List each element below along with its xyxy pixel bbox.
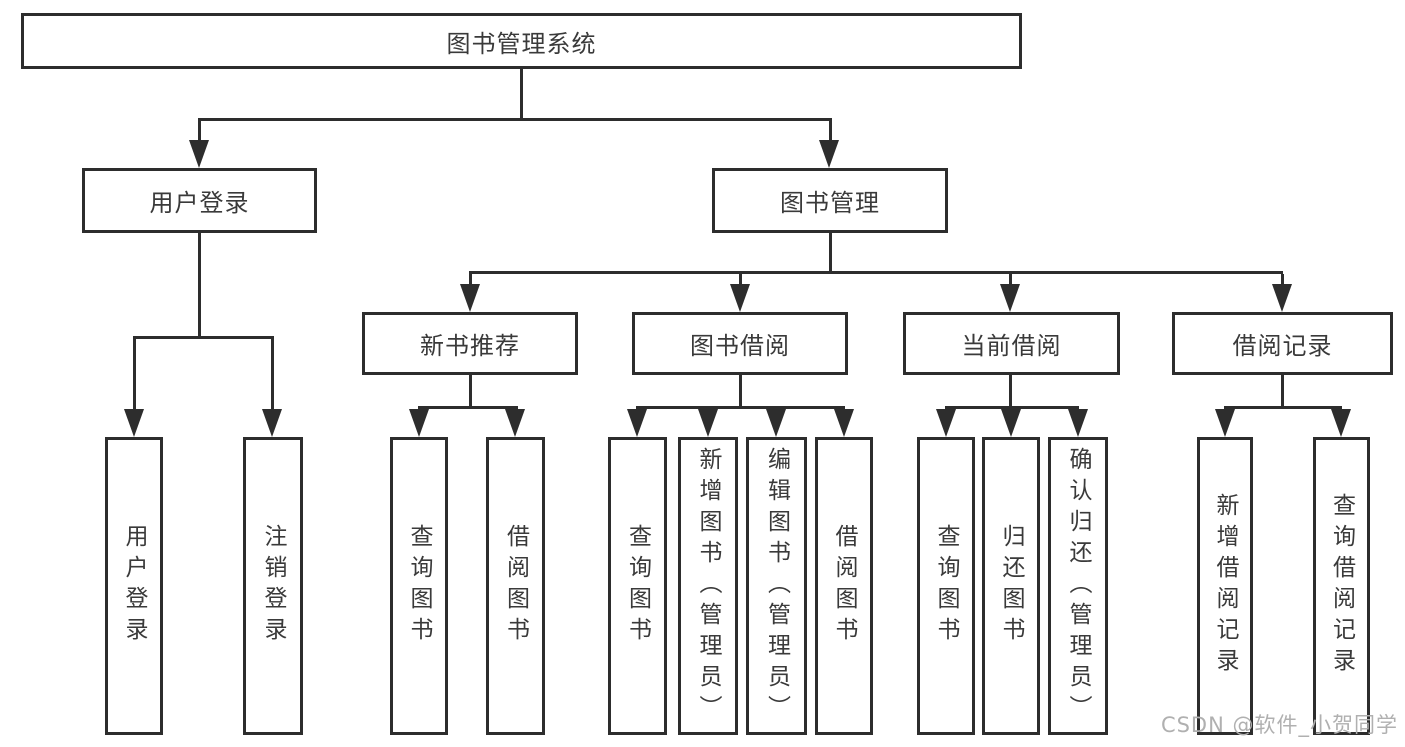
leaf-query-books-1: 查询图书 — [390, 437, 448, 735]
node-new-book-recommend: 新书推荐 — [362, 312, 578, 375]
connector-stub-borrow-records — [1281, 274, 1284, 287]
arrowhead-to-book-borrow — [730, 284, 750, 312]
arrowhead-to-edit-book — [766, 409, 786, 437]
leaf-borrow-books-2: 借阅图书 — [815, 437, 873, 735]
arrowhead-to-add-borrow-record — [1215, 409, 1235, 437]
leaf-return-books-label: 归还图书 — [998, 524, 1024, 648]
connector-stub-book-borrow — [739, 274, 742, 287]
leaf-confirm-return-admin: 确认归还（管理员） — [1048, 437, 1108, 735]
node-current-borrow-label: 当前借阅 — [961, 332, 1062, 360]
arrowhead-to-query-books-2 — [627, 409, 647, 437]
node-current-borrow: 当前借阅 — [903, 312, 1120, 375]
leaf-edit-book-admin: 编辑图书（管理员） — [746, 437, 807, 735]
leaf-user-login-label: 用户登录 — [121, 524, 147, 648]
connector-stub-logout-leaf — [271, 339, 274, 411]
leaf-add-borrow-record-label: 新增借阅记录 — [1212, 493, 1238, 679]
connector-user-login-trunk — [198, 233, 201, 336]
node-book-management: 图书管理 — [712, 168, 948, 233]
connector-stub-current-borrow — [1009, 274, 1012, 287]
node-new-book-recommend-label: 新书推荐 — [420, 332, 520, 360]
arrowhead-to-current-borrow — [1000, 284, 1020, 312]
arrowhead-to-logout-leaf — [262, 409, 282, 437]
node-user-login: 用户登录 — [82, 168, 317, 233]
node-root-system: 图书管理系统 — [21, 13, 1022, 69]
connector-borrow-records-trunk — [1281, 375, 1284, 406]
node-borrow-records-label: 借阅记录 — [1232, 332, 1333, 360]
arrowhead-to-login-leaf — [124, 409, 144, 437]
leaf-user-login: 用户登录 — [105, 437, 163, 735]
connector-book-borrow-trunk — [739, 375, 742, 406]
connector-user-login-bus — [133, 336, 274, 339]
arrowhead-to-add-book — [698, 409, 718, 437]
csdn-watermark: CSDN @软件_小贺同学 — [1160, 713, 1398, 737]
arrowhead-to-user-login — [189, 140, 209, 168]
leaf-logout-label: 注销登录 — [260, 524, 286, 648]
node-book-management-label: 图书管理 — [780, 189, 880, 217]
connector-book-management-trunk — [829, 233, 832, 271]
node-user-login-label: 用户登录 — [149, 189, 250, 217]
node-book-borrow-label: 图书借阅 — [690, 332, 790, 360]
arrowhead-to-query-borrow-record — [1331, 409, 1351, 437]
arrowhead-to-new-book — [460, 284, 480, 312]
leaf-query-books-3-label: 查询图书 — [933, 524, 959, 648]
leaf-add-borrow-record: 新增借阅记录 — [1197, 437, 1253, 735]
leaf-borrow-books-1: 借阅图书 — [486, 437, 545, 735]
connector-root-bus — [198, 118, 832, 121]
leaf-borrow-books-2-label: 借阅图书 — [831, 524, 857, 648]
connector-stub-user-login — [198, 121, 201, 143]
arrowhead-to-confirm-return — [1068, 409, 1088, 437]
leaf-query-books-2: 查询图书 — [608, 437, 667, 735]
leaf-query-books-1-label: 查询图书 — [406, 524, 432, 648]
arrowhead-to-return-books — [1001, 409, 1021, 437]
leaf-query-borrow-record: 查询借阅记录 — [1313, 437, 1370, 735]
leaf-logout: 注销登录 — [243, 437, 303, 735]
arrowhead-to-query-books-1 — [409, 409, 429, 437]
connector-stub-new-book — [469, 274, 472, 287]
connector-book-borrow-bus — [636, 406, 845, 409]
leaf-query-books-3: 查询图书 — [917, 437, 975, 735]
connector-root-trunk — [520, 69, 523, 118]
connector-current-borrow-bus — [945, 406, 1079, 409]
arrowhead-to-borrow-records — [1272, 284, 1292, 312]
leaf-borrow-books-1-label: 借阅图书 — [502, 524, 529, 648]
leaf-add-book-admin-label: 新增图书（管理员） — [695, 446, 721, 726]
leaf-add-book-admin: 新增图书（管理员） — [678, 437, 738, 735]
connector-borrow-records-bus — [1224, 406, 1342, 409]
arrowhead-to-book-management — [819, 140, 839, 168]
leaf-query-borrow-record-label: 查询借阅记录 — [1328, 493, 1355, 679]
node-root-label: 图书管理系统 — [446, 29, 597, 58]
leaf-edit-book-admin-label: 编辑图书（管理员） — [763, 446, 790, 726]
leaf-query-books-2-label: 查询图书 — [624, 524, 651, 648]
connector-stub-book-management — [829, 121, 832, 143]
connector-stub-login-leaf — [133, 339, 136, 411]
node-borrow-records: 借阅记录 — [1172, 312, 1393, 375]
arrowhead-to-borrow-books-2 — [834, 409, 854, 437]
arrowhead-to-query-books-3 — [936, 409, 956, 437]
leaf-confirm-return-admin-label: 确认归还（管理员） — [1065, 446, 1091, 726]
node-book-borrow: 图书借阅 — [632, 312, 848, 375]
connector-current-borrow-trunk — [1009, 375, 1012, 406]
connector-new-book-bus — [418, 406, 518, 409]
arrowhead-to-borrow-books-1 — [505, 409, 525, 437]
connector-book-management-bus — [469, 271, 1283, 274]
connector-new-book-trunk — [469, 375, 472, 406]
leaf-return-books: 归还图书 — [982, 437, 1040, 735]
